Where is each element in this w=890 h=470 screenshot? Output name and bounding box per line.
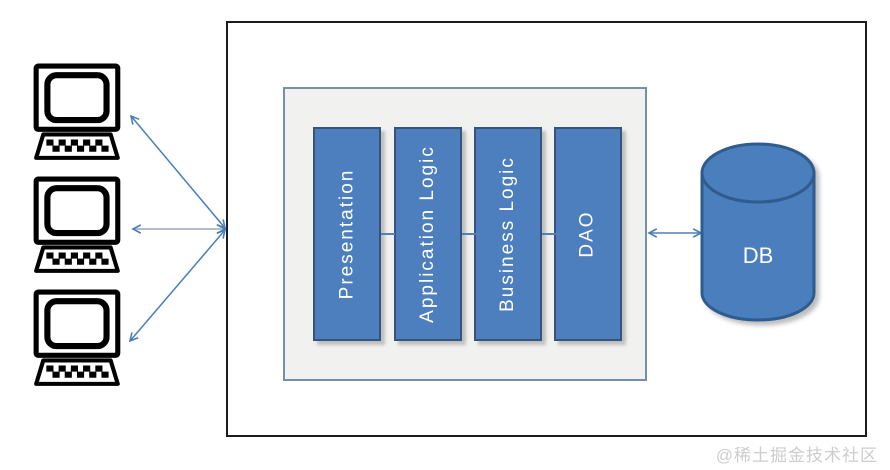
layer-bar-presentation: Presentation [313,127,381,341]
arrow-client3-server [130,230,225,341]
client-computer-1 [28,62,130,166]
layer-label: DAO [577,210,598,258]
connector-presentation-application [381,233,395,235]
layer-bar-application-logic: Application Logic [394,127,462,341]
connector-business-dao [542,233,556,235]
layer-bar-dao: DAO [554,127,622,341]
layer-label: Business Logic [497,156,519,312]
client-computer-2 [28,175,130,279]
client-computer-3 [28,288,130,392]
layer-bar-business-logic: Business Logic [474,127,542,341]
layer-label: Presentation [336,168,357,300]
database-label: DB [743,243,774,268]
connector-application-business [462,233,476,235]
desktop-computer-icon [33,63,121,160]
watermark: @稀土掘金技术社区 [715,446,878,465]
database-cylinder-icon: DB [700,142,816,322]
arrow-client1-server [131,116,225,228]
layer-label: Application Logic [417,145,438,323]
desktop-computer-icon [33,176,121,273]
desktop-computer-icon [33,289,121,386]
